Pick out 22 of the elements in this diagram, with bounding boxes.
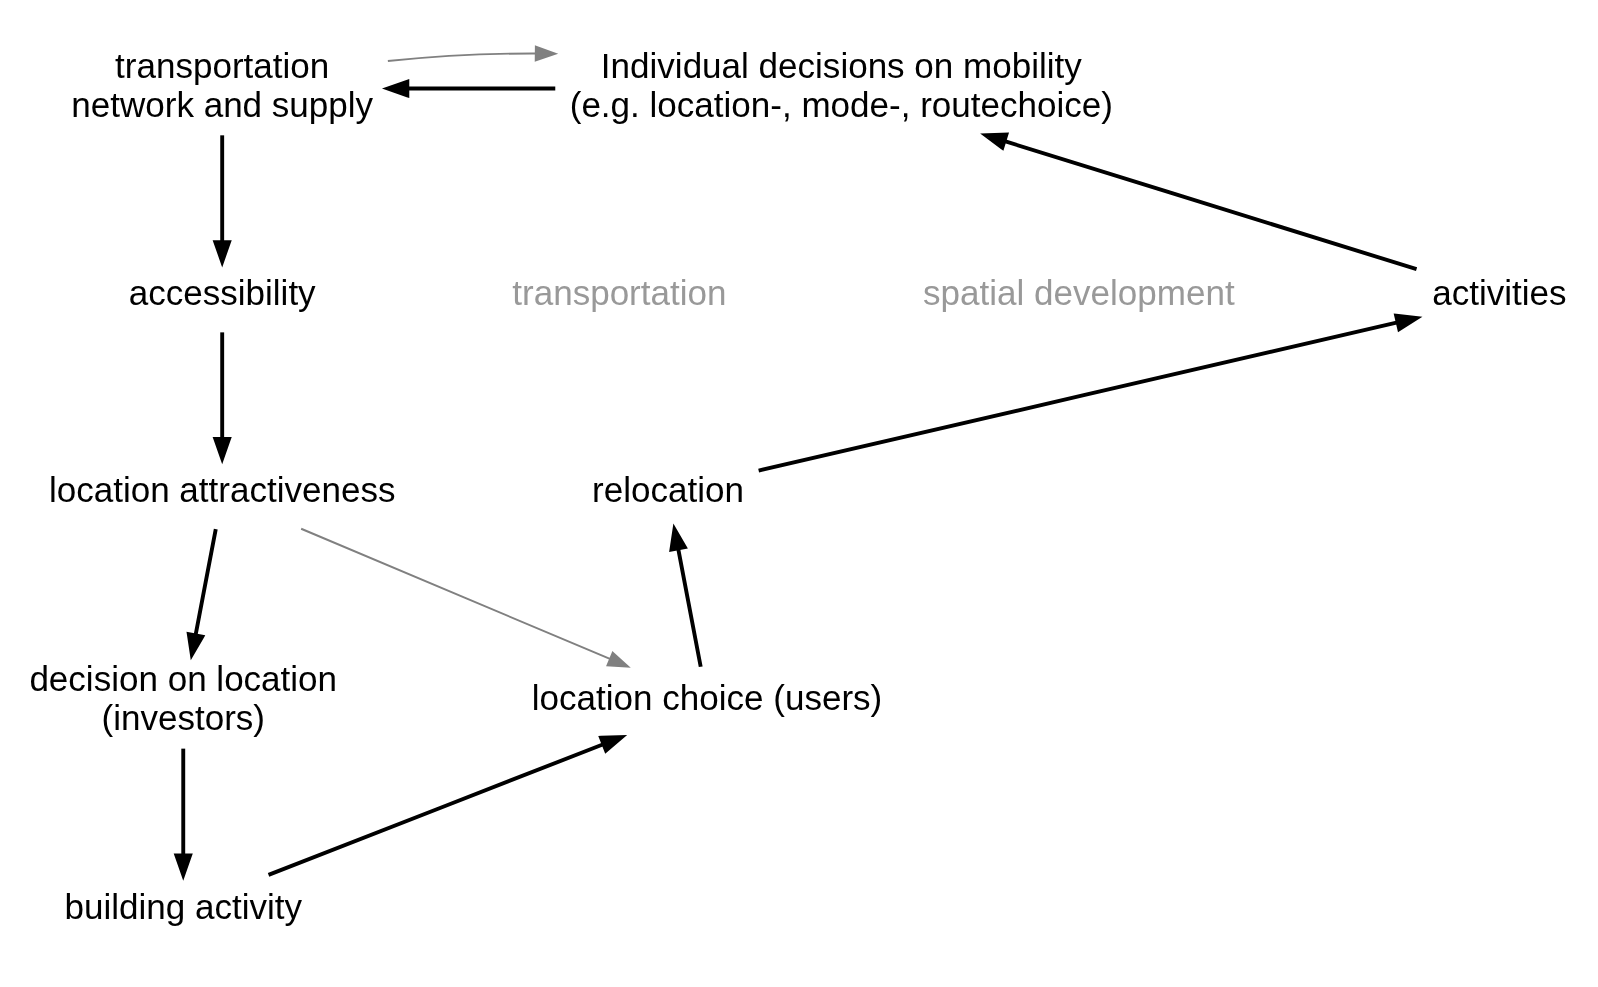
arrow xyxy=(212,135,232,268)
label: transportation xyxy=(512,273,727,313)
arrow xyxy=(381,78,556,99)
node-text: Individual decisions on mobility (e.g. location-, mode-, routechoice) xyxy=(569,45,1113,124)
node-text: decision on location (investors) xyxy=(29,658,338,737)
arrow xyxy=(669,523,703,668)
label: spatial development xyxy=(923,273,1235,313)
arrow xyxy=(980,132,1418,271)
arrow xyxy=(386,45,559,62)
arrow xyxy=(300,527,631,668)
node-text: building activity xyxy=(64,886,303,926)
node-text: activities xyxy=(1432,273,1567,313)
node-text: location choice (users) xyxy=(531,678,883,718)
arrow xyxy=(267,734,628,877)
node-text: location attractiveness xyxy=(48,470,396,510)
arrow xyxy=(173,748,193,881)
arrow xyxy=(212,332,232,465)
arrow xyxy=(186,528,218,661)
node-text: relocation xyxy=(592,470,745,510)
node-text: transportation network and supply xyxy=(71,45,374,124)
arrow xyxy=(758,313,1423,473)
node-text: accessibility xyxy=(128,273,316,313)
